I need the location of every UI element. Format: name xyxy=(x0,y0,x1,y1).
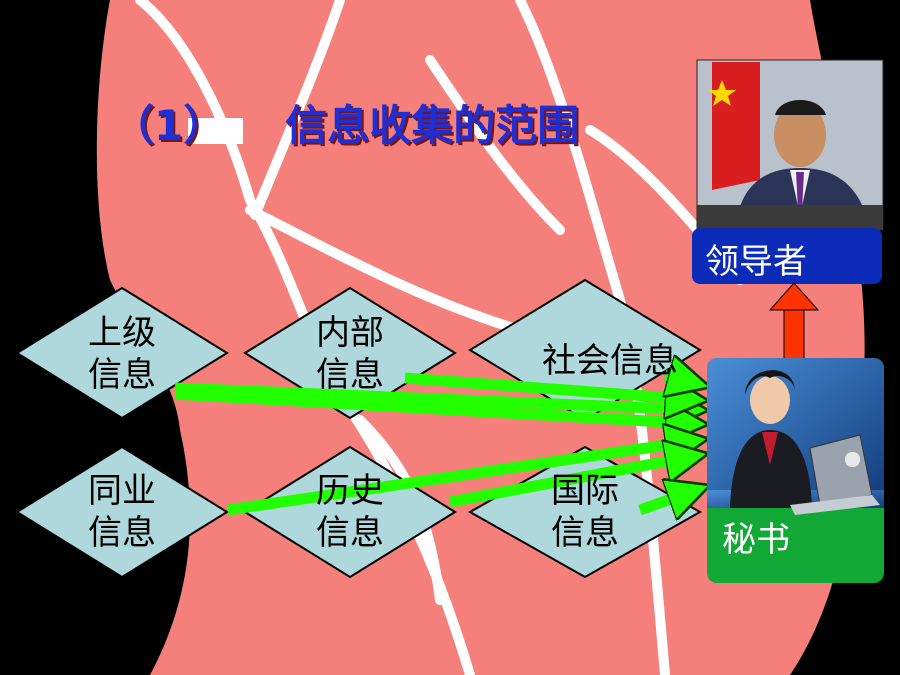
leader-label-bg xyxy=(692,228,882,284)
title-text: 信息收集的范围 xyxy=(285,101,580,150)
arrow-history xyxy=(448,455,700,508)
title-white-bar xyxy=(188,118,243,144)
arrow-superior-2 xyxy=(174,388,700,424)
title-number: （1） xyxy=(112,101,226,150)
node-superior: 上级 信息 xyxy=(88,313,156,395)
leader-card xyxy=(692,59,884,284)
arrow-internal xyxy=(404,372,700,400)
secretary-card xyxy=(707,358,884,583)
node-history: 历史 信息 xyxy=(316,471,384,553)
node-internal: 内部 信息 xyxy=(316,313,384,395)
arrow-superior-1 xyxy=(174,382,700,410)
arrow-social xyxy=(665,375,702,385)
diamond-superior xyxy=(15,286,229,420)
diamond-peer xyxy=(15,445,229,579)
slide-title: （1） 信息收集的范围 xyxy=(112,92,579,153)
arrow-international xyxy=(638,488,702,510)
node-peer: 同业 信息 xyxy=(88,471,156,553)
arrow-peer-history xyxy=(227,440,700,516)
node-social: 社会信息 xyxy=(542,341,678,381)
leader-label: 领导者 xyxy=(705,242,807,282)
node-international: 国际 信息 xyxy=(551,471,619,553)
secretary-label: 秘书 xyxy=(722,520,790,560)
up-arrow xyxy=(768,282,820,364)
